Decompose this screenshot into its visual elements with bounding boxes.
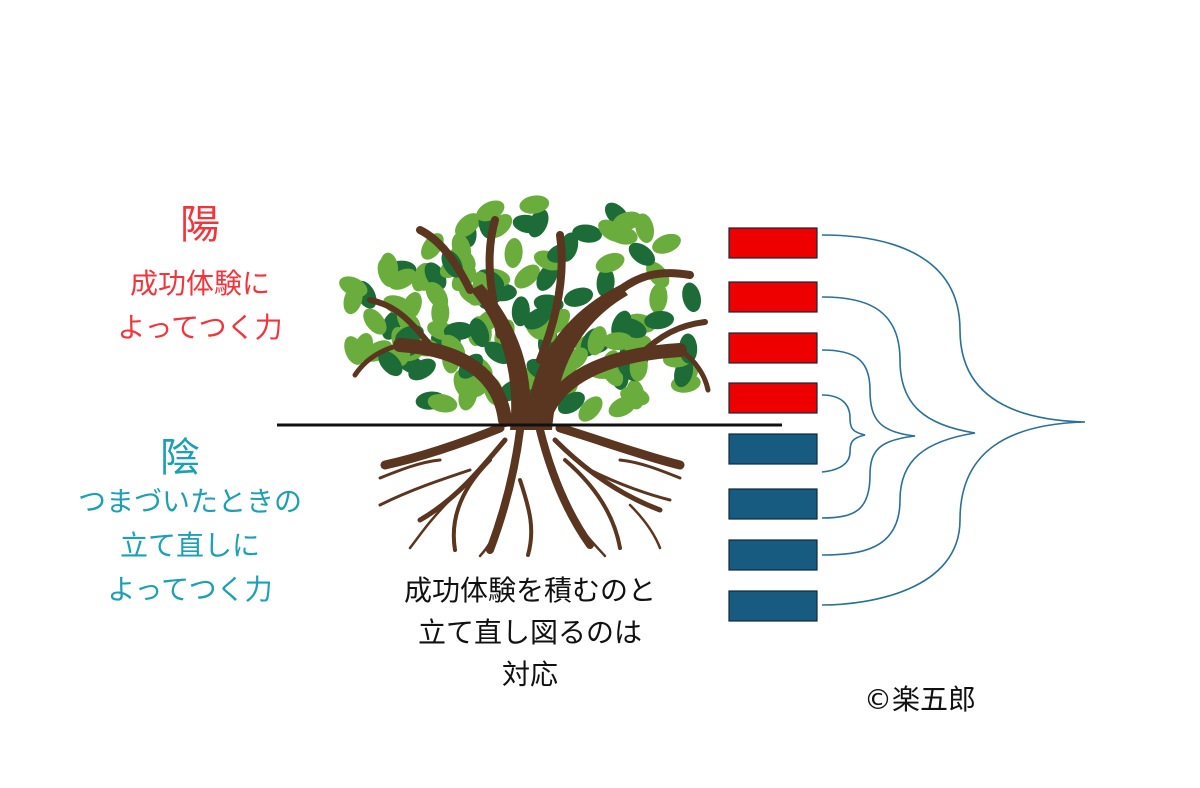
leaf bbox=[644, 310, 675, 330]
leaf bbox=[377, 257, 397, 288]
leaf bbox=[512, 214, 543, 234]
red-bar bbox=[728, 281, 818, 313]
leaf bbox=[557, 391, 585, 415]
blue-bar bbox=[728, 590, 818, 622]
leaf bbox=[652, 233, 681, 254]
leaf bbox=[611, 310, 632, 340]
leaf bbox=[612, 211, 642, 231]
leaf bbox=[458, 380, 478, 411]
blue-bar bbox=[728, 433, 818, 465]
leaf bbox=[563, 287, 594, 307]
yang-line-2: よってつく力 bbox=[117, 311, 283, 344]
yang-title: 陽 bbox=[180, 202, 220, 248]
leaf bbox=[378, 350, 403, 377]
leaf bbox=[427, 393, 458, 413]
leaf bbox=[469, 318, 490, 348]
leaf bbox=[343, 284, 363, 315]
leaf bbox=[595, 252, 625, 273]
leaf bbox=[578, 396, 603, 422]
center-caption: 成功体験を積むのと 立て直し図るのは 対応 bbox=[360, 570, 700, 696]
leaf bbox=[514, 264, 540, 289]
bar-stack bbox=[728, 227, 818, 622]
leaf bbox=[523, 307, 552, 330]
yin-line-1: つまづいたときの bbox=[77, 485, 302, 518]
leaf bbox=[682, 282, 701, 313]
blue-bar bbox=[728, 539, 818, 571]
leaf bbox=[572, 224, 603, 243]
leaf bbox=[504, 238, 523, 268]
leaf bbox=[626, 379, 645, 410]
center-line-2: 立て直し図るのは bbox=[417, 616, 642, 649]
yin-line-2: 立て直しに bbox=[119, 529, 260, 562]
leaf bbox=[455, 213, 481, 238]
leaf bbox=[628, 242, 656, 266]
leaf bbox=[679, 333, 698, 364]
red-bar bbox=[728, 382, 818, 414]
leaf bbox=[353, 333, 374, 362]
leaf bbox=[476, 200, 505, 222]
yin-description: つまづいたときの 立て直しに よってつく力 bbox=[40, 480, 340, 612]
leaf bbox=[587, 326, 607, 356]
leaf bbox=[425, 281, 449, 309]
leaf bbox=[519, 195, 550, 214]
tree-roots bbox=[378, 423, 685, 558]
center-line-3: 対応 bbox=[501, 658, 558, 691]
leaf bbox=[408, 358, 436, 381]
yin-line-3: よってつく力 bbox=[107, 573, 273, 606]
leaf bbox=[649, 283, 668, 314]
blue-bar bbox=[728, 488, 818, 520]
leaf bbox=[602, 332, 633, 351]
leaf bbox=[363, 308, 387, 335]
tree-trunk bbox=[352, 216, 711, 430]
center-line-1: 成功体験を積むのと bbox=[403, 574, 656, 607]
red-bar bbox=[728, 227, 818, 259]
leaf bbox=[596, 267, 615, 298]
copyright-label: ©楽五郎 bbox=[863, 683, 976, 716]
yang-line-1: 成功体験に bbox=[129, 267, 270, 300]
yang-description: 成功体験に よってつく力 bbox=[60, 262, 340, 350]
red-bar bbox=[728, 332, 818, 364]
yin-title: 陰 bbox=[160, 435, 200, 481]
brace-connectors bbox=[821, 234, 1086, 606]
